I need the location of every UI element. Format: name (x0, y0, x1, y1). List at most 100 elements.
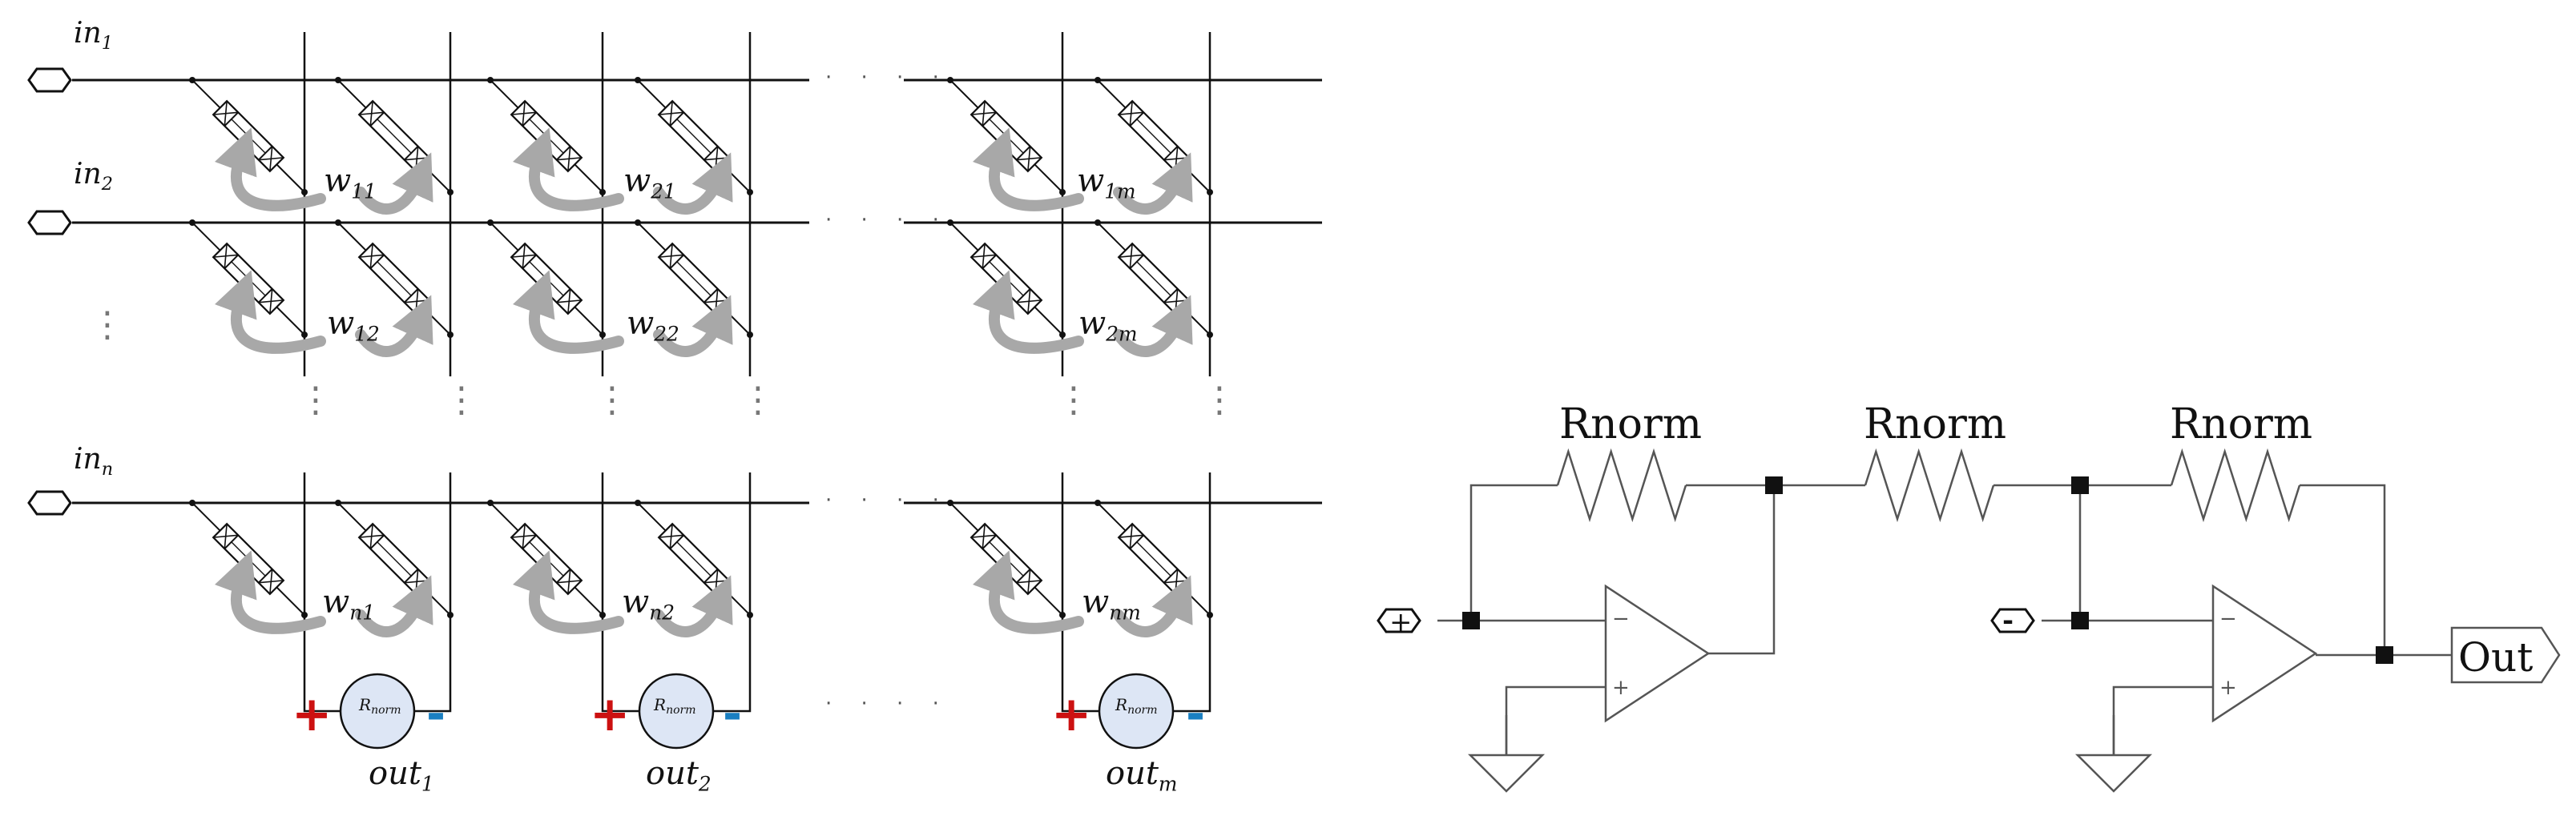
junction-dot (1094, 219, 1101, 226)
junction-dot (947, 500, 953, 506)
memristor-body (658, 523, 730, 595)
memristor-nm-pos (947, 500, 1066, 618)
feedback-wire-1 (1469, 484, 1558, 621)
opamp2-inverting-label: − (2219, 607, 2237, 631)
rnorm-circle-label-1: Rnorm (359, 695, 401, 718)
weight-w21: w21 (623, 163, 676, 203)
junction-dot (1207, 189, 1213, 195)
junction-dot (747, 332, 753, 338)
junction-dot (599, 332, 606, 338)
polarity-plus-m: + (1051, 686, 1092, 742)
memristor-body (1118, 243, 1190, 315)
junction-dot (487, 77, 494, 83)
memristor-body (970, 243, 1042, 315)
junction-dot (747, 189, 753, 195)
junction-dot (599, 189, 606, 195)
junction-dot (301, 189, 308, 195)
input-label-1: in1 (74, 17, 113, 54)
junction-dot (635, 77, 641, 83)
junction-dot (1094, 77, 1101, 83)
ellipsis-row-n: · · · · (825, 488, 950, 513)
memristor-22-pos (487, 219, 606, 338)
output-label-m: outm (1106, 755, 1178, 796)
resistor-2 (1864, 448, 1995, 523)
resistor-3 (2170, 448, 2301, 523)
junction-dot (487, 219, 494, 226)
memristor-n2-pos (487, 500, 606, 618)
feedback-arrow-right (1113, 295, 1193, 357)
rnorm-circle-1 (339, 673, 416, 750)
weight-w2m: w2m (1078, 305, 1138, 346)
feedback-arrow-right (1113, 152, 1193, 215)
junction-dot (487, 500, 494, 506)
rnorm-wire-left-1 (303, 677, 341, 713)
weight-w11: w11 (324, 163, 377, 203)
feedback-arrow-left (214, 550, 326, 634)
ground-2 (2076, 713, 2151, 793)
rnorm-wire-right-1 (414, 677, 452, 713)
ellipsis-col-d: ⋮ (740, 380, 776, 420)
memristor-body (510, 243, 583, 315)
node-dot-1 (1462, 612, 1480, 629)
feedback-arrow-left (512, 270, 624, 354)
output-label-1: out1 (369, 755, 434, 796)
memristor-body (510, 100, 583, 172)
resistor-label-3: Rnorm (2170, 400, 2313, 448)
ellipsis-col-b: ⋮ (444, 380, 479, 420)
resistor-label-2: Rnorm (1864, 400, 2007, 448)
node-dot-3 (2071, 476, 2089, 494)
ellipsis-col-a: ⋮ (298, 380, 333, 420)
feedback-arrow-left (512, 550, 624, 634)
feedback-wire-3 (2300, 484, 2386, 655)
junction-dot (447, 612, 454, 618)
resistor-label-1: Rnorm (1559, 400, 1703, 448)
junction-dot (1207, 612, 1213, 618)
memristor-n1-pos (189, 500, 308, 618)
junction-dot (1094, 500, 1101, 506)
input-port-n (27, 490, 72, 516)
resistor-1 (1556, 448, 1687, 523)
memristor-21-pos (189, 219, 308, 338)
memristor-body (658, 243, 730, 315)
memristor-body (212, 100, 284, 172)
input-port-plus-label: + (1389, 606, 1413, 638)
polarity-minus-m: - (1186, 686, 1206, 741)
junction-dot (447, 332, 454, 338)
ellipsis-col-f: ⋮ (1202, 380, 1237, 420)
junction-dot (335, 500, 341, 506)
memristor-body (212, 523, 284, 595)
ellipsis-inputs-vertical: ⋮ (90, 304, 125, 345)
rnorm-wire-left-m (1061, 677, 1099, 713)
input-port-2 (27, 210, 72, 235)
rnorm-circle-2 (638, 673, 715, 750)
rnorm-circle-label-2: Rnorm (654, 695, 696, 718)
polarity-plus-1: + (292, 686, 333, 742)
junction-dot (1059, 189, 1066, 195)
feedback-arrow-right (355, 295, 433, 357)
junction-dot (1059, 612, 1066, 618)
feedback-arrow-left (972, 270, 1084, 354)
polarity-plus-2: + (590, 686, 631, 742)
opamp1-inverting-label: − (1612, 607, 1630, 631)
ellipsis-row-2: · · · · (825, 208, 950, 232)
memristor-body (510, 523, 583, 595)
feedback-arrow-right (653, 295, 733, 357)
rnorm-wire-left-2 (601, 677, 639, 713)
memristor-body (358, 523, 430, 595)
junction-dot (189, 77, 196, 83)
normalization-amplifier (1377, 448, 2561, 793)
ground-1 (1469, 713, 1544, 793)
weight-w1m: w1m (1077, 163, 1136, 203)
output-port-label: Out (2458, 634, 2534, 681)
junction-dot (635, 219, 641, 226)
feedback-arrow-right (1113, 575, 1193, 637)
rnorm-wire-right-m (1173, 677, 1211, 713)
opamp-2 (2211, 584, 2318, 723)
rnorm-circle-label-m: Rnorm (1115, 695, 1158, 718)
ellipsis-outputs: · · · · (825, 692, 950, 716)
input-port-minus-label: - (2002, 605, 2014, 637)
junction-dot (947, 219, 953, 226)
memristor-body (658, 100, 730, 172)
junction-dot (335, 219, 341, 226)
